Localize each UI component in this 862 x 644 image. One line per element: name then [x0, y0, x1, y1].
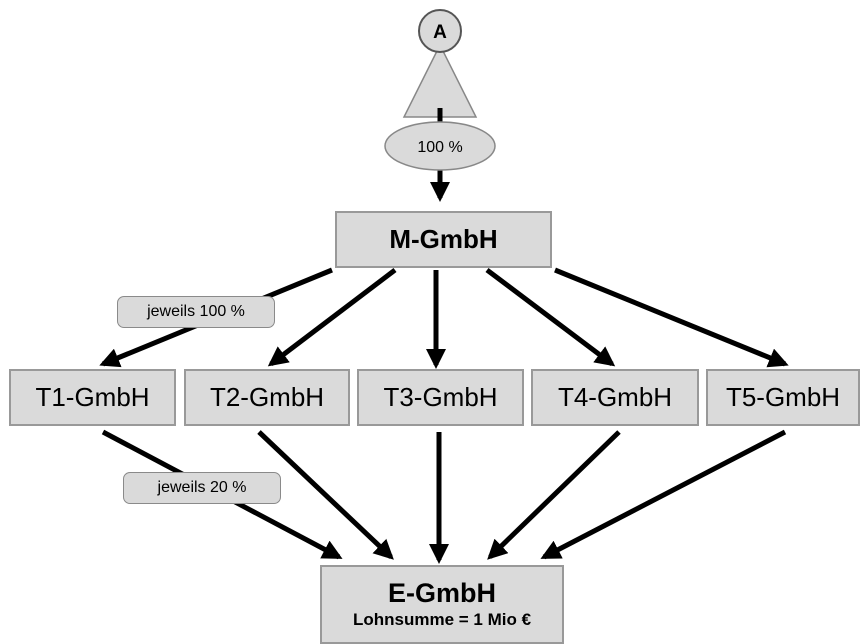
node-t5-gmbh: T5-GmbH: [706, 369, 860, 426]
subsidiary-stake-label: jeweils 100 %: [117, 296, 275, 328]
node-t4-gmbh: T4-GmbH: [531, 369, 699, 426]
node-t2-gmbh: T2-GmbH: [184, 369, 350, 426]
stake-ellipse: [384, 121, 496, 171]
shareholder-stake: 100 %: [417, 139, 462, 156]
target-stake-label: jeweils 20 %: [123, 472, 281, 504]
node-t1-gmbh: T1-GmbH: [9, 369, 176, 426]
node-m-gmbh-label: M-GmbH: [389, 224, 498, 254]
arrow-m-to-t2: [267, 268, 397, 367]
node-t3-gmbh: T3-GmbH: [357, 369, 524, 426]
arrow-m-to-t5: [554, 267, 789, 368]
arrow-t5-to-e: [540, 429, 787, 560]
payroll-note: Lohnsumme = 1 Mio €: [352, 609, 532, 629]
arrow-t2-to-e: [257, 430, 394, 560]
arrow-t4-to-e: [487, 430, 621, 560]
shareholder-label: A: [433, 22, 447, 43]
node-m-gmbh: M-GmbH: [335, 211, 552, 268]
node-e-gmbh: E-GmbH Lohnsumme = 1 Mio €: [320, 565, 564, 644]
shareholder-symbol: A: [402, 9, 478, 118]
node-e-gmbh-label: E-GmbH: [388, 577, 496, 608]
arrow-m-to-t4: [485, 268, 616, 367]
